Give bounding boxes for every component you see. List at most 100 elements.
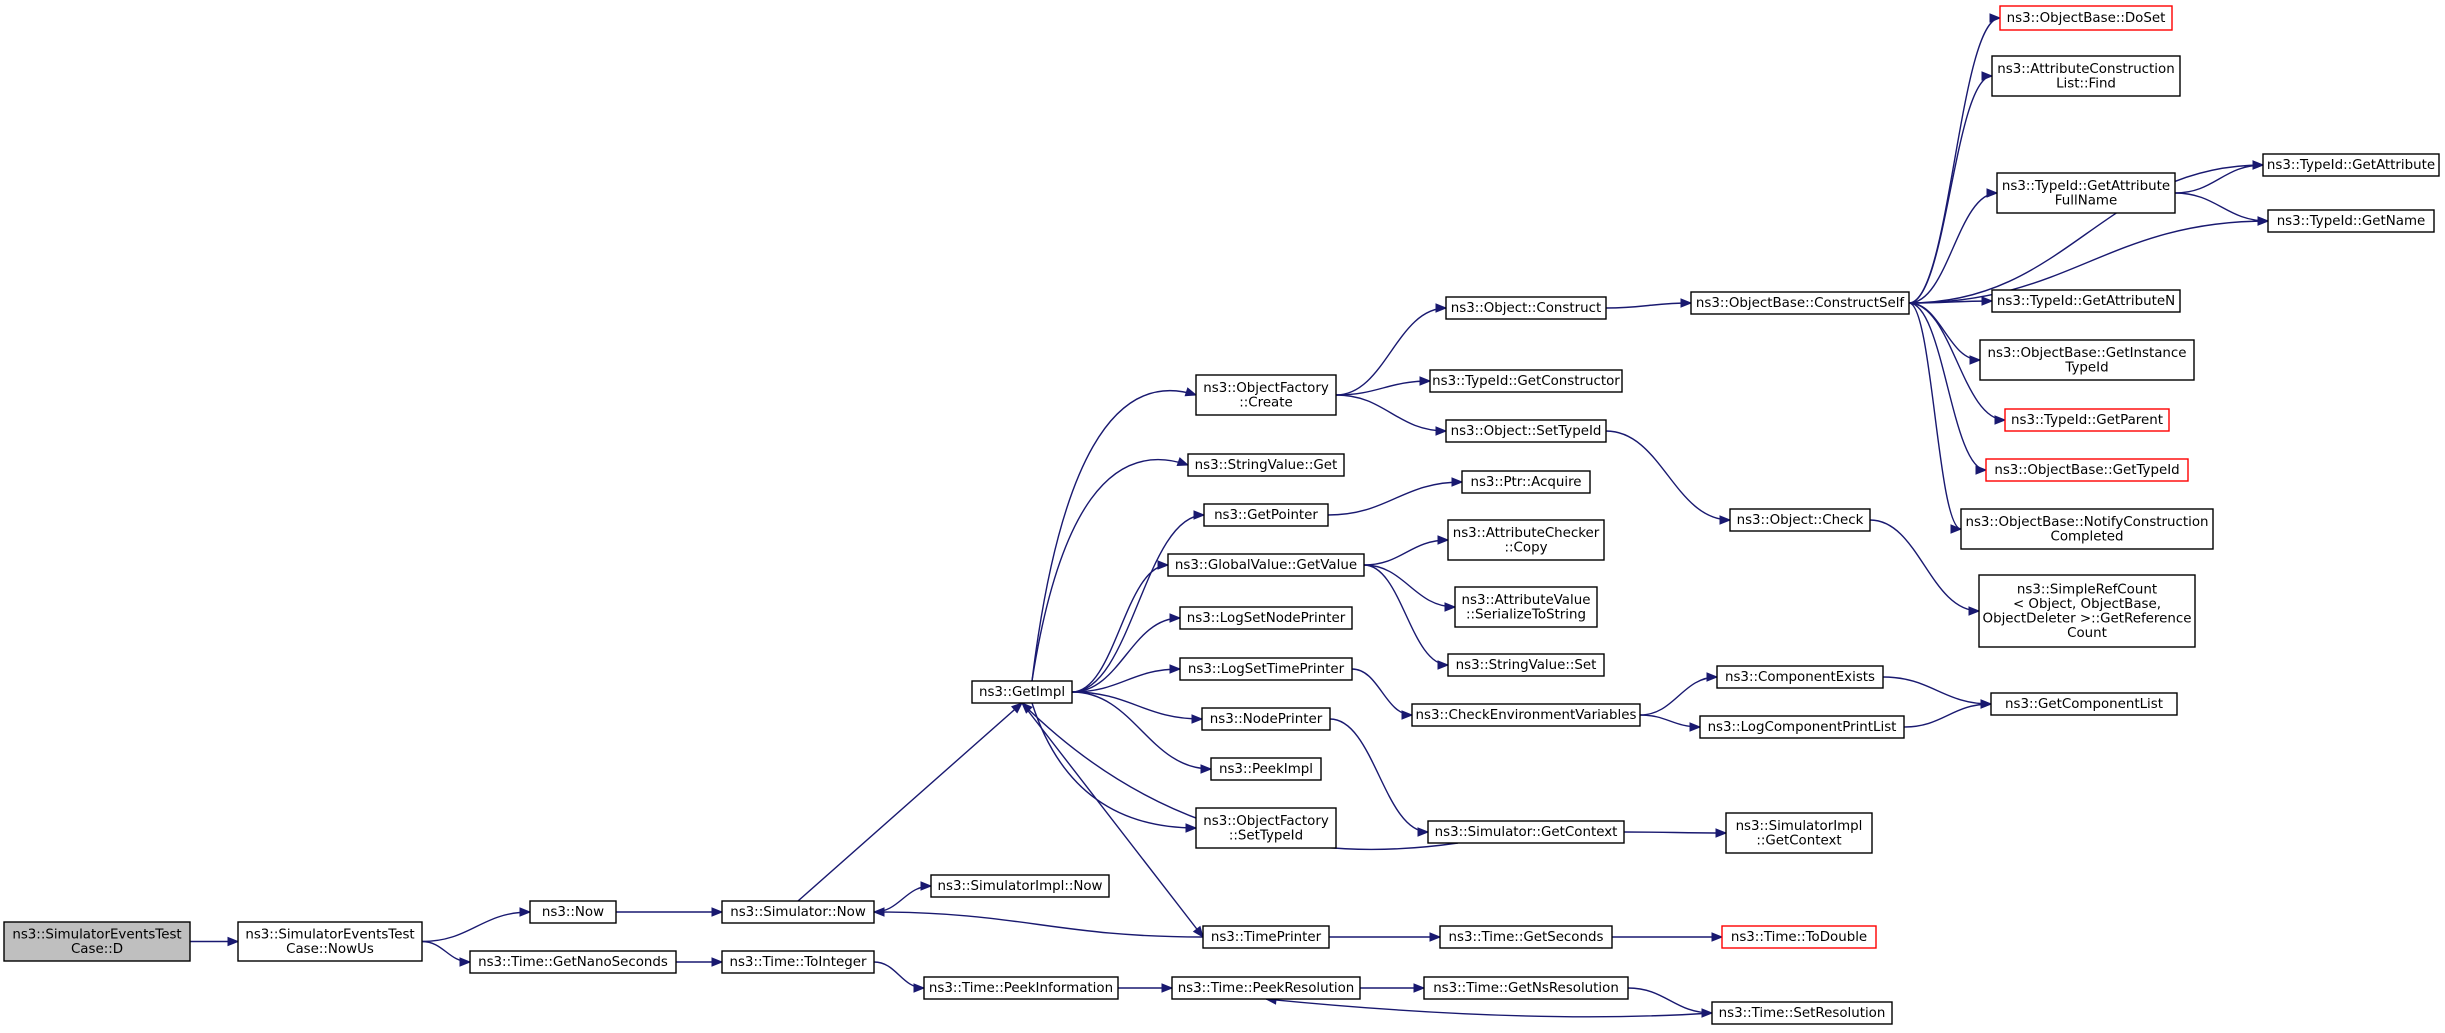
- node-getcomplist[interactable]: ns3::GetComponentList: [1990, 692, 2178, 716]
- node-peekimpl[interactable]: ns3::PeekImpl: [1210, 757, 1322, 781]
- edge-line: [797, 702, 1023, 902]
- node-todouble[interactable]: ns3::Time::ToDouble: [1721, 925, 1877, 949]
- edge-arrowhead: [2257, 216, 2270, 226]
- edge-line: [1351, 668, 1413, 716]
- edge-arrowhead: [1719, 515, 1732, 525]
- edge-arrowhead: [1689, 722, 1702, 732]
- node-box: [1978, 574, 2196, 648]
- node-label: ns3::LogComponentPrintList: [1708, 720, 1897, 735]
- edge-line: [2174, 192, 2269, 222]
- edge-arrowhead: [1413, 983, 1426, 993]
- node-tidgetname[interactable]: ns3::TypeId::GetName: [2267, 209, 2435, 233]
- node-box: [721, 900, 875, 924]
- node-box: [1210, 757, 1322, 781]
- node-logsettime[interactable]: ns3::LogSetTimePrinter: [1179, 657, 1353, 681]
- node-getimpl[interactable]: ns3::GetImpl: [971, 680, 1073, 704]
- node-peekres[interactable]: ns3::Time::PeekResolution: [1171, 976, 1361, 1000]
- edge-arrowhead: [1429, 932, 1442, 942]
- node-label: ns3::GetComponentList: [2005, 697, 2163, 712]
- node-box: [923, 976, 1119, 1000]
- node-objcheck[interactable]: ns3::Object::Check: [1729, 508, 1871, 532]
- node-ofcreate[interactable]: ns3::ObjectFactory::Create: [1195, 374, 1337, 416]
- node-now[interactable]: ns3::Now: [529, 900, 617, 924]
- node-box: [1445, 296, 1607, 320]
- node-box: [1725, 812, 1873, 854]
- node-gvgetvalue[interactable]: ns3::GlobalValue::GetValue: [1167, 553, 1365, 577]
- node-label: ::Create: [1239, 395, 1293, 410]
- node-tidgetparent[interactable]: ns3::TypeId::GetParent: [2004, 408, 2170, 432]
- node-label: TypeId: [2064, 360, 2108, 375]
- node-simplerefcount[interactable]: ns3::SimpleRefCount< Object, ObjectBase,…: [1978, 574, 2196, 648]
- node-label: ns3::ObjectFactory: [1203, 814, 1329, 829]
- node-strget[interactable]: ns3::StringValue::Get: [1187, 453, 1345, 477]
- edge-line: [1908, 17, 2001, 304]
- node-box: [1711, 1001, 1893, 1025]
- node-logcompprint[interactable]: ns3::LogComponentPrintList: [1699, 715, 1905, 739]
- node-simimplnow[interactable]: ns3::SimulatorImpl::Now: [930, 874, 1110, 898]
- node-tointeger[interactable]: ns3::Time::ToInteger: [721, 950, 875, 974]
- edge-line: [1327, 481, 1463, 516]
- node-nodeprinter[interactable]: ns3::NodePrinter: [1201, 707, 1331, 731]
- node-checkenv[interactable]: ns3::CheckEnvironmentVariables: [1411, 703, 1641, 727]
- node-getnano[interactable]: ns3::Time::GetNanoSeconds: [469, 950, 677, 974]
- node-getnsres[interactable]: ns3::Time::GetNsResolution: [1423, 976, 1629, 1000]
- node-label: ns3::SimulatorImpl: [1736, 819, 1863, 834]
- node-peekinfo[interactable]: ns3::Time::PeekInformation: [923, 976, 1119, 1000]
- node-objsettypeid[interactable]: ns3::Object::SetTypeId: [1445, 419, 1607, 443]
- node-box: [1195, 807, 1337, 849]
- node-obnotify[interactable]: ns3::ObjectBase::NotifyConstructionCompl…: [1960, 508, 2214, 550]
- node-obgettypeid[interactable]: ns3::ObjectBase::GetTypeId: [1985, 458, 2189, 482]
- edge-arrowhead: [1419, 376, 1432, 386]
- node-label: ns3::CheckEnvironmentVariables: [1416, 708, 1637, 723]
- edge-arrowhead: [1021, 702, 1033, 714]
- node-label: ns3::Simulator::Now: [730, 905, 866, 920]
- edge-line: [1335, 380, 1431, 396]
- node-label: ns3::Time::GetNanoSeconds: [478, 955, 668, 970]
- node-box: [1985, 458, 2189, 482]
- node-compexists[interactable]: ns3::ComponentExists: [1716, 665, 1884, 689]
- node-simnow[interactable]: ns3::Simulator::Now: [721, 900, 875, 924]
- node-label: ns3::ObjectFactory: [1203, 381, 1329, 396]
- node-label: ns3::Time::ToDouble: [1731, 930, 1867, 945]
- node-simgetctx[interactable]: ns3::Simulator::GetContext: [1427, 820, 1625, 844]
- node-box: [1960, 508, 2214, 550]
- node-tidgetattr[interactable]: ns3::TypeId::GetAttribute: [2262, 153, 2440, 177]
- node-label: ::SerializeToString: [1466, 607, 1586, 622]
- node-label: ns3::ComponentExists: [1725, 670, 1875, 685]
- node-label: ns3::TypeId::GetConstructor: [1432, 374, 1620, 389]
- node-objconstruct[interactable]: ns3::Object::Construct: [1445, 296, 1607, 320]
- node-setres[interactable]: ns3::Time::SetResolution: [1711, 1001, 1893, 1025]
- node-obdoset[interactable]: ns3::ObjectBase::DoSet: [1999, 5, 2173, 31]
- node-label: ns3::ObjectBase::DoSet: [2007, 11, 2166, 26]
- node-box: [2267, 209, 2435, 233]
- node-tidgetctor[interactable]: ns3::TypeId::GetConstructor: [1429, 369, 1623, 393]
- node-avserialize[interactable]: ns3::AttributeValue::SerializeToString: [1454, 586, 1598, 628]
- node-obconstructself[interactable]: ns3::ObjectBase::ConstructSelf: [1690, 291, 1910, 315]
- node-strset[interactable]: ns3::StringValue::Set: [1447, 653, 1605, 677]
- node-label: ns3::Object::Check: [1737, 513, 1864, 528]
- edge-line: [2174, 164, 2264, 194]
- node-getseconds[interactable]: ns3::Time::GetSeconds: [1439, 925, 1613, 949]
- node-box: [1690, 291, 1910, 315]
- edge-arrowhead: [1706, 672, 1719, 682]
- node-box: [529, 900, 617, 924]
- node-label: ns3::GetImpl: [979, 685, 1065, 700]
- node-logsetnode[interactable]: ns3::LogSetNodePrinter: [1179, 606, 1353, 630]
- node-box: [1195, 374, 1337, 416]
- node-ofsettypeid[interactable]: ns3::ObjectFactory::SetTypeId: [1195, 807, 1337, 849]
- node-timeprinter[interactable]: ns3::TimePrinter: [1202, 925, 1330, 949]
- node-acheckcopy[interactable]: ns3::AttributeChecker::Copy: [1447, 519, 1605, 561]
- edge-line: [1908, 302, 1981, 361]
- node-simimplgetctx[interactable]: ns3::SimulatorImpl::GetContext: [1725, 812, 1873, 854]
- node-getpointer[interactable]: ns3::GetPointer: [1203, 503, 1329, 527]
- node-tidgetattrn[interactable]: ns3::TypeId::GetAttributeN: [1991, 289, 2181, 313]
- node-box: [1179, 606, 1353, 630]
- node-ptracquire[interactable]: ns3::Ptr::Acquire: [1461, 470, 1591, 494]
- edge-arrowhead: [1950, 524, 1963, 534]
- edge-line: [1363, 564, 1456, 608]
